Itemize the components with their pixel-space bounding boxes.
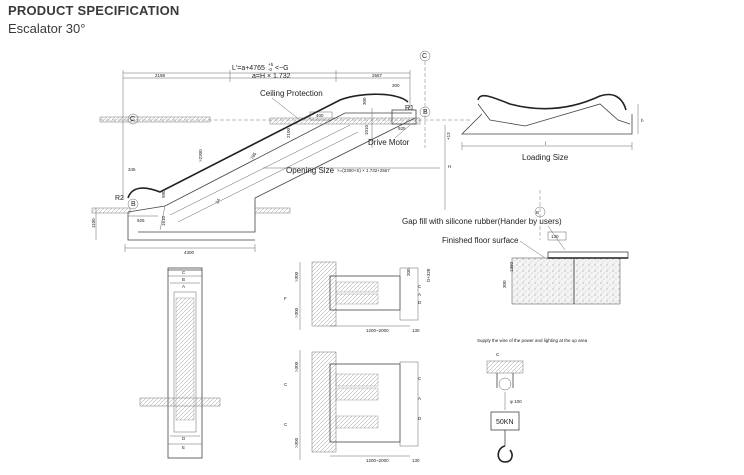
- plan-label-c: C: [182, 270, 186, 275]
- side-view: L'=a+4765 +5 -0 <~G 2198 a=H × 1.732 256…: [91, 50, 470, 255]
- loading-size-label: Loading Size: [522, 153, 569, 162]
- dim-1100: 1100: [91, 218, 96, 228]
- dim-300-small: 300: [362, 97, 367, 105]
- lt-label-d: D: [418, 300, 422, 305]
- lb-label-a: A: [418, 396, 421, 401]
- lb-label-c: C: [418, 376, 422, 381]
- lb-dim-300b: >300: [294, 437, 299, 448]
- lb-label-d: D: [418, 416, 422, 421]
- page-title: PRODUCT SPECIFICATION: [8, 3, 180, 18]
- floor-dim-130: 130: [551, 234, 559, 239]
- lt-dim-f: F: [284, 296, 287, 301]
- plan-label-d: D: [182, 436, 186, 441]
- formula-top-g: <~G: [275, 65, 289, 72]
- dim-2198: 2198: [155, 73, 166, 78]
- dim-24: 24: [214, 197, 221, 204]
- formula-top-tol2: -0: [268, 67, 272, 72]
- dim-980: 980: [161, 190, 166, 198]
- label-c-top: C: [422, 53, 427, 60]
- plan-label-e: E: [182, 445, 185, 450]
- lt-dim-300a: >300: [294, 271, 299, 282]
- label-r2: R2: [115, 195, 124, 202]
- hook-label-c: C: [496, 352, 500, 357]
- formula-second: a=H × 1.732: [252, 73, 291, 80]
- floor-dim-1350: 1350: [509, 261, 514, 272]
- loading-dim-h: h: [641, 118, 644, 123]
- opening-size-formula: >=(2300+S) × 1.732+2567: [337, 168, 390, 173]
- loading-size-view: l h Loading Size: [461, 93, 644, 162]
- dim-2100: 2100: [286, 127, 291, 138]
- dim-1010-top: 1010: [364, 124, 369, 135]
- lt-label-c: C: [418, 284, 422, 289]
- floor-detail-view: B Gap fill with silicone rubber(Hander b…: [402, 190, 629, 343]
- dim-2300: >2300: [198, 149, 203, 162]
- loading-dim-l: l: [545, 141, 546, 146]
- gap-fill-label: Gap fill with silicone rubber(Hander by …: [402, 217, 562, 226]
- lb-dim-c2: C: [284, 422, 288, 427]
- hook-load-label: 50KN: [496, 419, 514, 426]
- label-c-left: C: [130, 116, 135, 123]
- plan-label-a: A: [182, 284, 185, 289]
- label-r1: R1: [405, 105, 414, 112]
- supply-note: Supply the wire of the power and lightin…: [477, 338, 588, 343]
- dim-925-top: 925: [398, 126, 406, 131]
- lt-dim-328: D+328: [426, 268, 431, 282]
- hook-detail-view: C φ 100 50KN: [486, 352, 524, 463]
- dim-1610: 1610: [161, 215, 166, 226]
- dim-400: 400: [316, 113, 324, 118]
- dim-785: 785: [249, 151, 257, 160]
- dim-4300: 4300: [184, 250, 195, 255]
- label-b-top: B: [423, 109, 428, 116]
- lt-dim-130: 130: [412, 328, 420, 333]
- dim-925-bottom: 925: [137, 218, 145, 223]
- dim-300-top: 300: [392, 83, 400, 88]
- hook-dim-phi: φ 100: [510, 399, 522, 404]
- formula-top: L'=a+4765: [232, 65, 265, 72]
- lt-dim-range: 1200~2000: [366, 328, 389, 333]
- lb-dim-c1: C: [284, 382, 288, 387]
- lt-label-a: A: [418, 292, 421, 297]
- lt-dim-200: 200: [406, 268, 411, 276]
- lb-dim-130: 130: [412, 458, 420, 463]
- layout-bottom-view: >300 >300 C C C A D 1200~2000 130: [284, 350, 422, 463]
- dim-345: 345: [128, 167, 136, 172]
- dim-h: H: [448, 164, 451, 169]
- plan-label-b: B: [182, 277, 185, 282]
- floor-mark-b: B: [536, 210, 539, 215]
- lb-dim-300a: >300: [294, 361, 299, 372]
- layout-top-view: >300 F >300 200 C A D D+328 1200~2000 13…: [284, 261, 431, 333]
- dim-plus13: +13: [446, 132, 451, 140]
- label-b-bottom: B: [131, 201, 136, 208]
- dim-2567: 2567: [372, 73, 383, 78]
- ceiling-protection-label: Ceiling Protection: [260, 89, 323, 98]
- plan-view: C B A D E: [139, 267, 221, 459]
- page-subtitle: Escalator 30°: [8, 21, 86, 36]
- floor-dim-300: 300: [502, 280, 507, 288]
- lb-dim-range: 1200~2000: [366, 458, 389, 463]
- drive-motor-label: Drive Motor: [368, 138, 410, 147]
- finished-floor-label: Finished floor surface: [442, 236, 519, 245]
- lt-dim-300b: >300: [294, 307, 299, 318]
- formula-top-tol: +5: [268, 62, 274, 67]
- opening-size-label: Opening Size: [286, 166, 335, 175]
